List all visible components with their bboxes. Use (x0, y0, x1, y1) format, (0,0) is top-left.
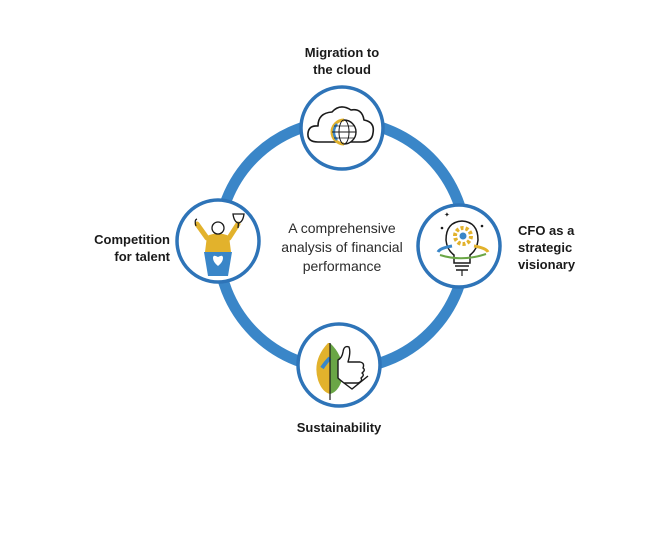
cloud-globe-icon (307, 106, 375, 146)
svg-text:✦: ✦ (444, 211, 450, 219)
node-right-label: CFO as a strategic visionary (518, 223, 576, 272)
trophy-winner-icon (194, 213, 245, 276)
leaf-thumbs-up-icon (316, 343, 369, 400)
node-bottom-label: Sustainability (296, 420, 382, 435)
node-top-label: Migration to the cloud (304, 45, 380, 77)
node-left (175, 198, 261, 284)
lightbulb-gear-icon: ✦ (436, 211, 490, 276)
node-top (299, 85, 385, 171)
node-left-label: Competition for talent (94, 232, 170, 264)
node-right: ✦ (416, 203, 502, 289)
center-text: A comprehensive analysis of financial pe… (281, 220, 403, 274)
node-bottom (296, 322, 382, 408)
